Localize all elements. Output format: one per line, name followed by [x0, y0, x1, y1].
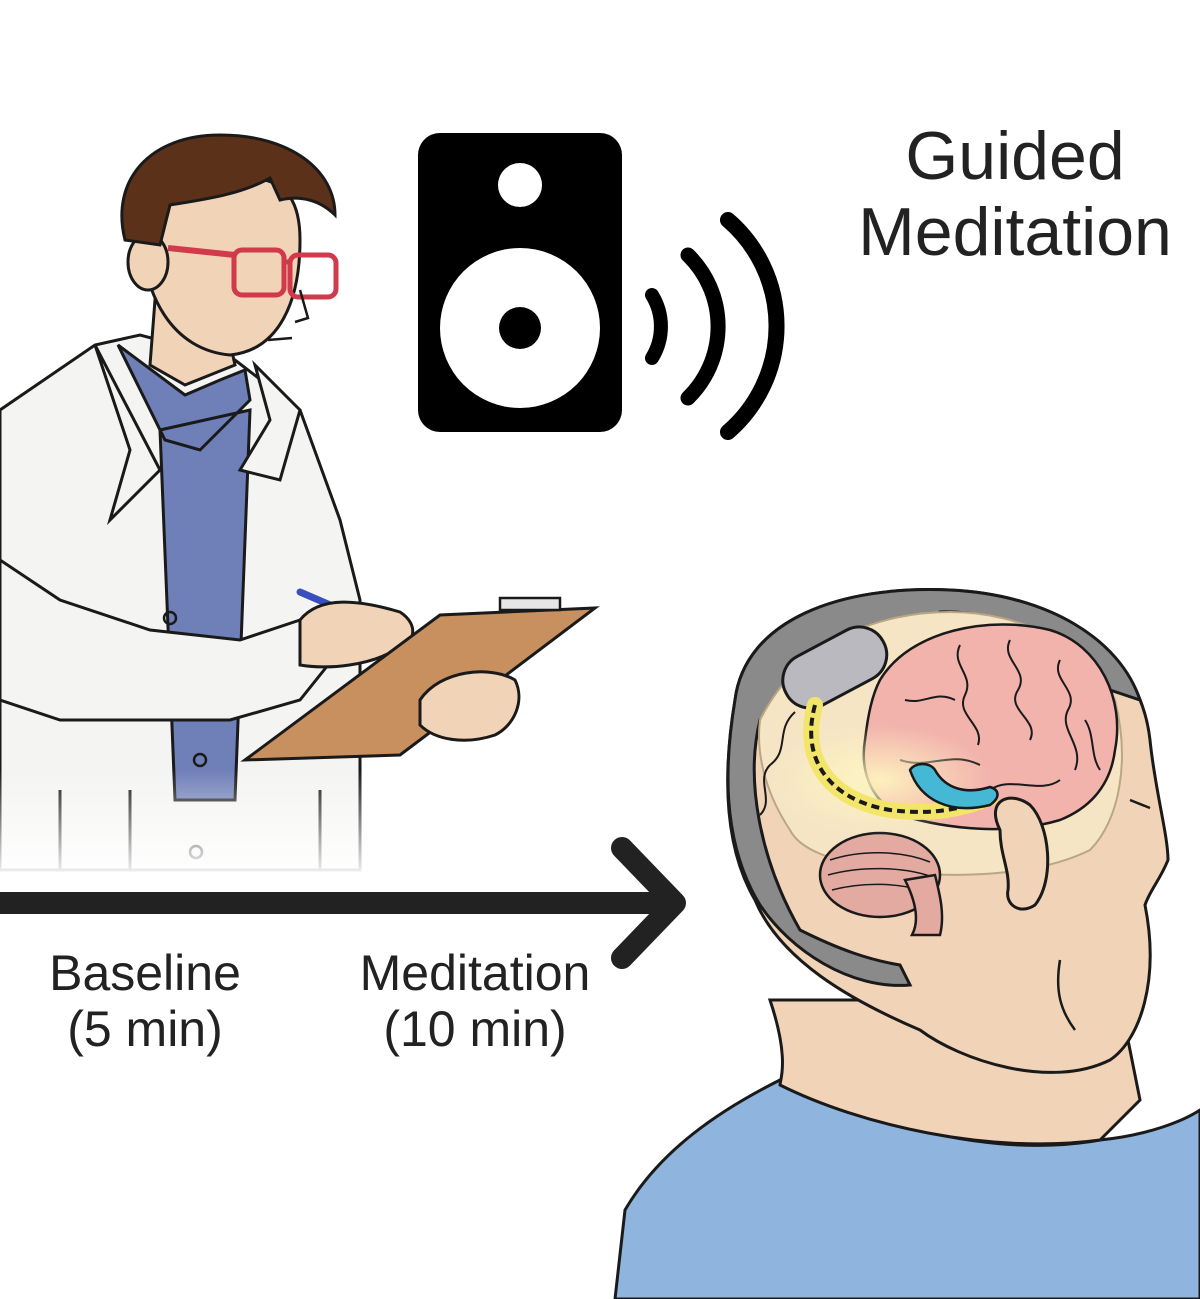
title-line-2: Meditation	[858, 194, 1172, 271]
researcher-holding-hand	[418, 670, 521, 742]
electrode-lead-core	[809, 704, 991, 814]
clipboard-icon	[240, 606, 600, 762]
researcher-hair	[120, 133, 337, 247]
lead-glow	[770, 725, 990, 835]
coat-button	[162, 610, 178, 626]
patient-jaw	[1056, 959, 1077, 1031]
patient-ear	[993, 796, 1050, 911]
neurostimulator-implant-icon	[781, 625, 889, 710]
researcher-mouth	[267, 336, 293, 342]
sound-waves-icon	[645, 212, 785, 440]
glasses-icon	[167, 245, 339, 300]
phase-duration: (5 min)	[67, 1001, 223, 1057]
clipboard-clip	[498, 596, 562, 612]
brainstem	[903, 873, 944, 937]
coat-sleeve	[0, 558, 343, 722]
researcher-figure	[0, 133, 600, 880]
coat-lapel-left	[93, 344, 162, 526]
lead-extension	[759, 711, 796, 816]
researcher-nose	[294, 289, 310, 324]
patient-brow	[1129, 798, 1151, 810]
phase-name: Meditation	[359, 945, 591, 1001]
researcher-fade	[0, 770, 420, 880]
timeline-arrow-icon	[0, 837, 686, 969]
phase-meditation-label: Meditation (10 min)	[325, 945, 625, 1057]
coat-button	[192, 752, 208, 768]
patient-hair	[726, 588, 1143, 987]
patient-figure	[613, 588, 1200, 1299]
coat-lapel-right	[237, 359, 302, 482]
phase-baseline-label: Baseline (5 min)	[20, 945, 270, 1057]
title-line-1: Guided	[905, 118, 1125, 194]
speaker-icon	[418, 133, 622, 432]
guided-meditation-title: Guided Meditation	[815, 118, 1200, 270]
phase-duration: (10 min)	[383, 1001, 567, 1057]
phase-name: Baseline	[49, 945, 241, 1001]
brain-folds	[899, 639, 1101, 791]
hippocampus	[908, 762, 999, 810]
